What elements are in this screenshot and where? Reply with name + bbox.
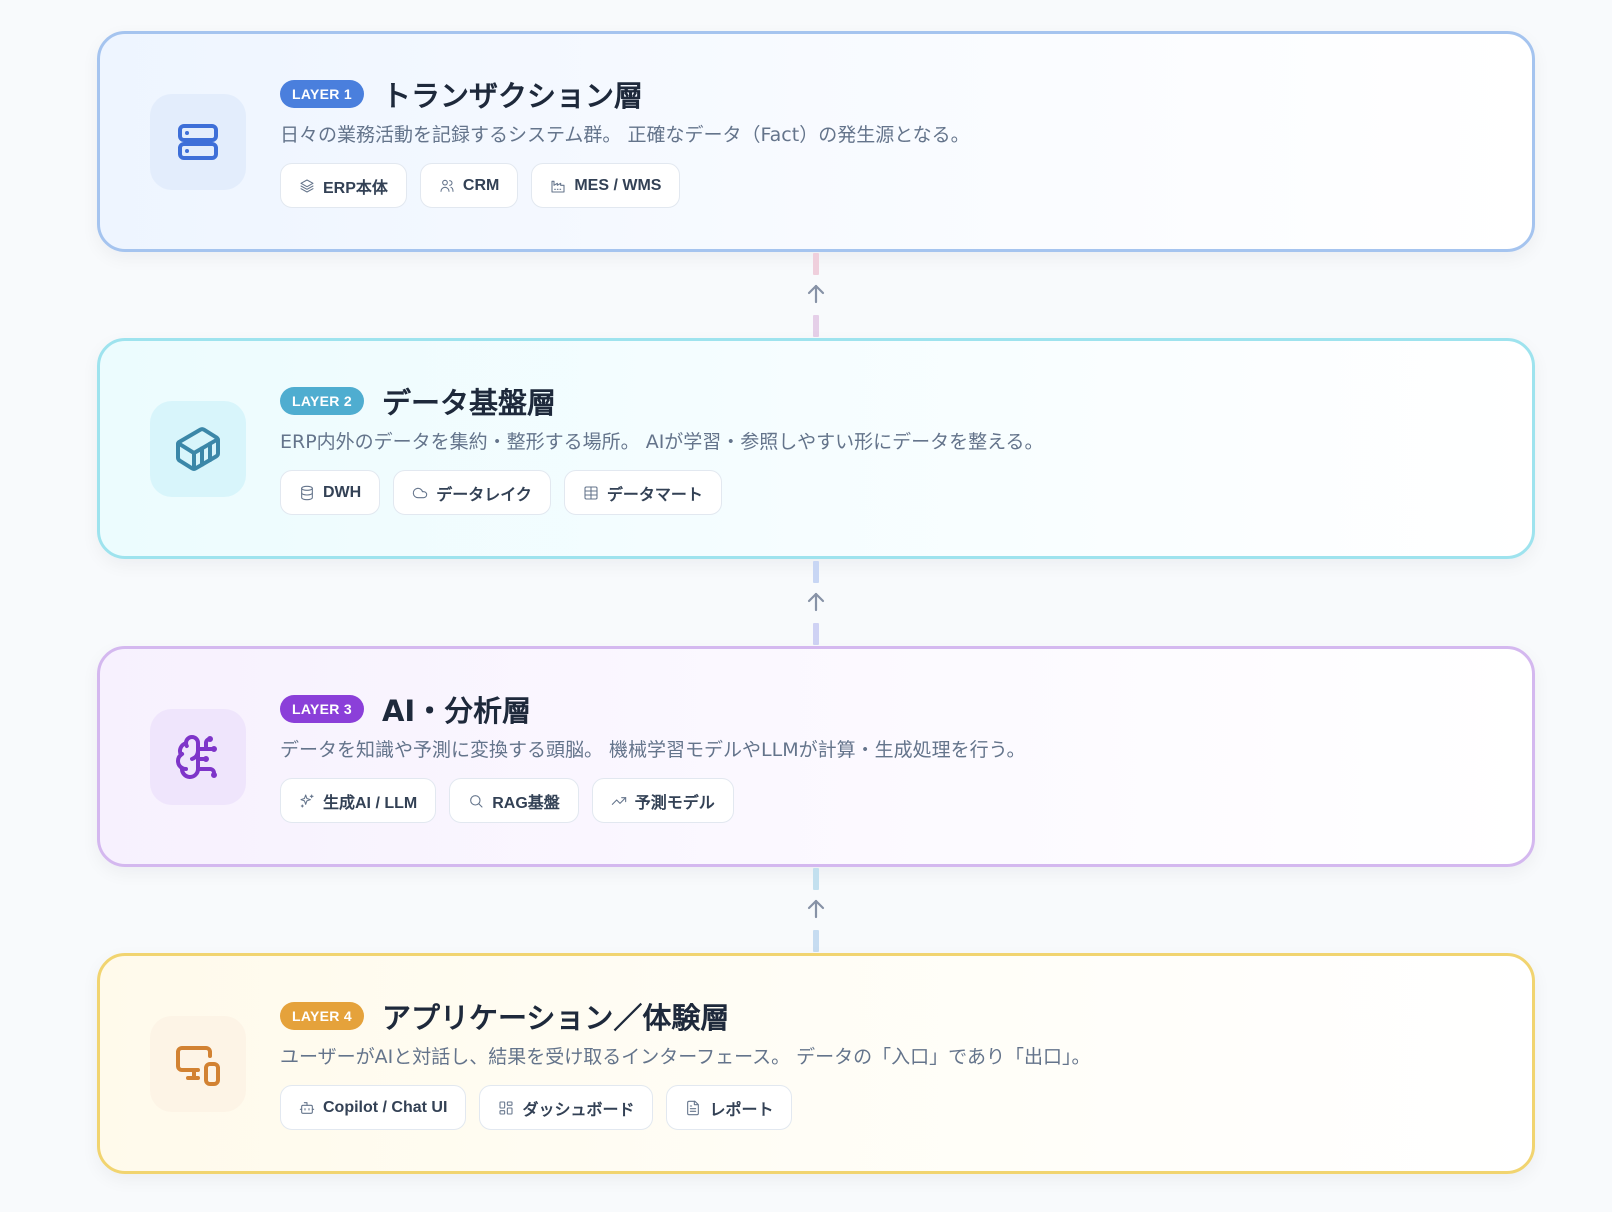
layer-1-icon-box	[150, 94, 246, 190]
layer-4-content: LAYER 4 アプリケーション／体験層 ユーザーがAIと対話し、結果を受け取る…	[280, 998, 1502, 1130]
chip-label: レポート	[709, 1101, 774, 1119]
chip-label: RAG基盤	[492, 794, 560, 812]
arrow-up-icon	[807, 899, 825, 919]
chip-copilot-chat[interactable]: Copilot / Chat UI	[280, 1085, 467, 1130]
layer-badge: LAYER 4	[280, 1002, 364, 1030]
layer-1-content: LAYER 1 トランザクション層 日々の業務活動を記録するシステム群。 正確な…	[280, 76, 1502, 208]
layer-4-icon-box	[150, 1016, 246, 1112]
search-icon	[470, 794, 483, 808]
chip-rag[interactable]: RAG基盤	[449, 778, 579, 823]
chip-label: 生成AI / LLM	[323, 794, 418, 812]
connector-line	[813, 253, 819, 275]
layer-2-icon-box	[150, 401, 246, 497]
layer-card-4: LAYER 4 アプリケーション／体験層 ユーザーがAIと対話し、結果を受け取る…	[97, 953, 1535, 1174]
chip-dashboard[interactable]: ダッシュボード	[479, 1085, 654, 1130]
devices-icon	[176, 1046, 220, 1086]
arrow-up-icon	[807, 284, 825, 304]
connector-line	[813, 561, 819, 583]
chip-data-mart[interactable]: データマート	[563, 470, 722, 515]
connector-2-3	[807, 561, 825, 645]
chip-label: DWH	[323, 483, 362, 501]
layer-badge: LAYER 2	[280, 387, 364, 415]
factory-icon	[551, 180, 565, 193]
layer-description: 日々の業務活動を記録するシステム群。 正確なデータ（Fact）の発生源となる。	[280, 124, 970, 146]
table-icon	[584, 485, 598, 500]
layer-3-icon-box	[150, 709, 246, 805]
layer-description: ERP内外のデータを集約・整形する場所。 AIが学習・参照しやすい形にデータを整…	[280, 431, 1044, 453]
layer-badge: LAYER 3	[280, 695, 364, 723]
connector-line	[813, 623, 819, 645]
layer-2-content: LAYER 2 データ基盤層 ERP内外のデータを集約・整形する場所。 AIが学…	[280, 383, 1502, 515]
layer-description: ユーザーがAIと対話し、結果を受け取るインターフェース。 データの「入口」であり…	[280, 1046, 1091, 1068]
layer-card-1: LAYER 1 トランザクション層 日々の業務活動を記録するシステム群。 正確な…	[97, 31, 1535, 252]
chip-generative-ai[interactable]: 生成AI / LLM	[280, 778, 437, 823]
layer-chips: Copilot / Chat UI ダッシュボード レポート	[280, 1085, 1502, 1130]
chip-label: MES / WMS	[574, 176, 662, 194]
connector-line	[813, 868, 819, 890]
connector-line	[813, 315, 819, 337]
layer-description: データを知識や予測に変換する頭脳。 機械学習モデルやLLMが計算・生成処理を行う…	[280, 739, 1026, 761]
database-icon	[301, 485, 313, 500]
chip-dwh[interactable]: DWH	[280, 470, 381, 515]
chip-label: ダッシュボード	[522, 1101, 635, 1119]
chip-label: Copilot / Chat UI	[323, 1098, 448, 1116]
users-icon	[440, 179, 454, 192]
chip-data-lake[interactable]: データレイク	[393, 470, 551, 515]
layer-3-content: LAYER 3 AI・分析層 データを知識や予測に変換する頭脳。 機械学習モデル…	[280, 691, 1502, 823]
layer-badge: LAYER 1	[280, 80, 364, 108]
chip-label: データレイク	[436, 486, 532, 504]
chip-erp[interactable]: ERP本体	[280, 163, 407, 208]
chip-mes-wms[interactable]: MES / WMS	[531, 163, 681, 208]
container-icon	[176, 427, 220, 471]
file-text-icon	[687, 1100, 700, 1115]
layers-icon	[300, 178, 314, 193]
layer-chips: 生成AI / LLM RAG基盤 予測モデル	[280, 778, 1502, 823]
cloud-icon	[413, 487, 428, 498]
chip-prediction-model[interactable]: 予測モデル	[591, 778, 734, 823]
layer-chips: DWH データレイク データマート	[280, 470, 1502, 515]
layer-title: トランザクション層	[381, 79, 643, 113]
sparkles-icon	[300, 793, 314, 808]
chip-label: 予測モデル	[634, 794, 715, 812]
connector-3-4	[807, 868, 825, 952]
layer-card-2: LAYER 2 データ基盤層 ERP内外のデータを集約・整形する場所。 AIが学…	[97, 338, 1535, 559]
chip-crm[interactable]: CRM	[419, 163, 519, 208]
chip-label: CRM	[462, 176, 500, 194]
brain-circuit-icon	[176, 735, 217, 779]
chip-report[interactable]: レポート	[666, 1085, 793, 1130]
trending-up-icon	[611, 796, 626, 805]
arrow-up-icon	[807, 592, 825, 612]
layer-title: データ基盤層	[381, 386, 556, 420]
bot-icon	[299, 1101, 315, 1114]
layer-title: AI・分析層	[381, 694, 532, 728]
layer-card-3: LAYER 3 AI・分析層 データを知識や予測に変換する頭脳。 機械学習モデル…	[97, 646, 1535, 867]
dashboard-icon	[499, 1100, 513, 1115]
chip-label: ERP本体	[323, 179, 388, 197]
layer-chips: ERP本体 CRM MES / WMS	[280, 163, 1502, 208]
connector-line	[813, 930, 819, 952]
server-icon	[178, 124, 218, 160]
connector-1-2	[807, 253, 825, 337]
chip-label: データマート	[606, 486, 703, 504]
layer-title: アプリケーション／体験層	[381, 1001, 730, 1035]
